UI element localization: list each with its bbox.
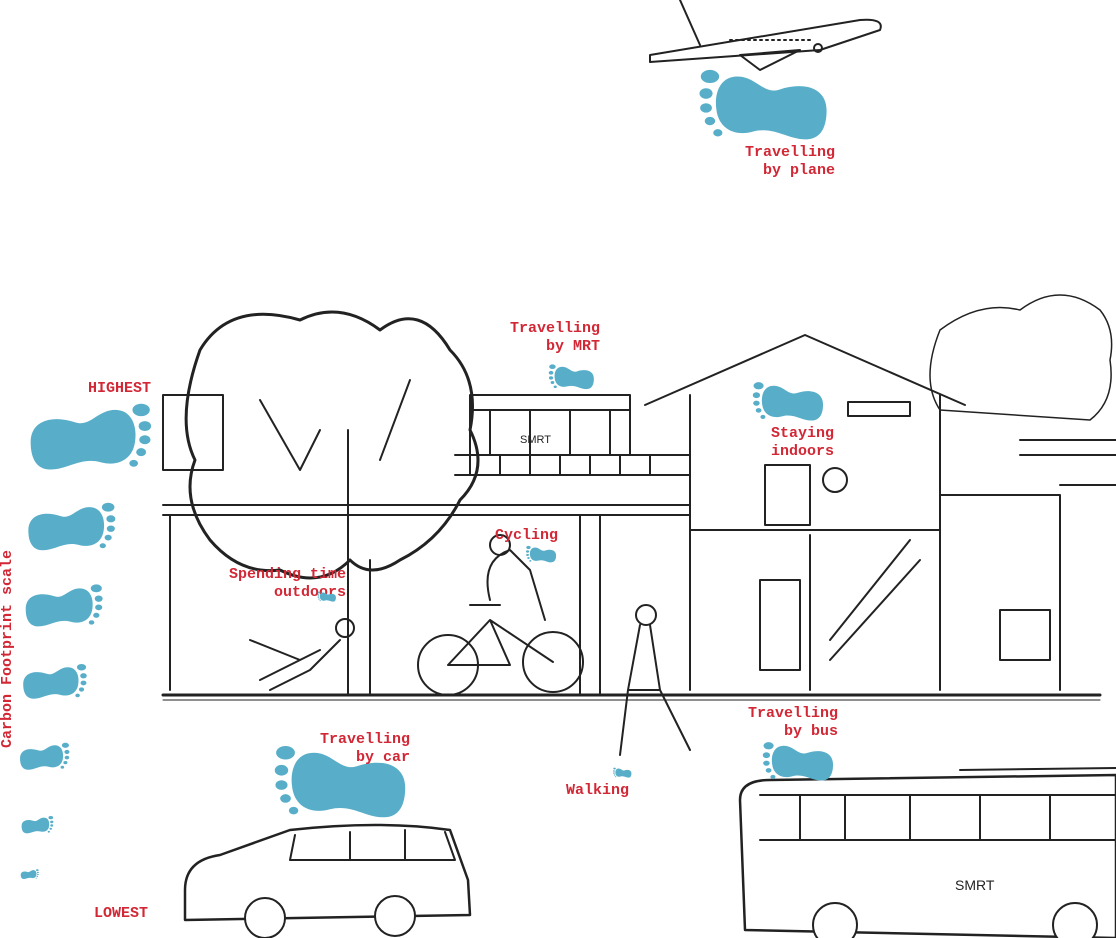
outdoors-label-line1: Spending time	[228, 566, 346, 583]
walking-footprint-icon	[612, 767, 633, 778]
bus-sketch	[738, 767, 1116, 938]
car-sketch	[183, 823, 472, 938]
cycling-label: Cycling	[495, 527, 559, 544]
car-label-line1: Travelling	[319, 731, 410, 748]
ground-line	[161, 693, 1102, 701]
scale-lowest-label: LOWEST	[94, 905, 149, 922]
plane-label-line1: Travelling	[744, 144, 835, 161]
mrt-viaduct-sketch	[162, 394, 691, 696]
indoors-label-line2: indoors	[770, 443, 834, 460]
mrt-label-line2: by MRT	[545, 338, 600, 355]
scale-footprint-level-6-icon	[18, 500, 123, 552]
airplane-sketch	[649, 0, 882, 71]
scale-footprint-level-4-icon	[20, 662, 88, 700]
scale-footprint-level-7-icon	[18, 400, 160, 472]
walking-person-sketch	[619, 604, 691, 756]
plane-label-line2: by plane	[762, 162, 835, 179]
scale-title: Carbon Footprint scale	[0, 549, 16, 749]
bus-footprint-icon	[755, 740, 843, 782]
bus-label-line1: Travelling	[747, 705, 838, 722]
bicycle-sketch	[417, 534, 584, 696]
plane-footprint-icon	[695, 66, 835, 142]
mrt-label-line1: Travelling	[509, 320, 600, 337]
outdoors-footprint-icon	[316, 591, 338, 602]
house-sketch	[644, 334, 1116, 691]
mrt-footprint-icon	[545, 363, 599, 390]
scale-footprint-level-2-icon	[20, 815, 54, 834]
indoors-label-line1: Staying	[770, 425, 834, 442]
scale-footprint-level-5-icon	[20, 582, 106, 628]
bus-label-line2: by bus	[783, 723, 838, 740]
cycling-footprint-icon	[523, 545, 560, 563]
scale-highest-label: HIGHEST	[88, 380, 152, 397]
tree-sketch	[184, 310, 480, 696]
scale-footprint-level-1-icon	[20, 868, 39, 880]
reclining-person-sketch	[249, 618, 355, 691]
scale-footprint-level-3-icon	[18, 741, 70, 771]
bus-sign: SMRT	[955, 877, 995, 893]
right-tree-sketch	[929, 294, 1116, 456]
indoors-footprint-icon	[745, 380, 833, 422]
walking-label: Walking	[566, 782, 630, 799]
mrt-sign: SMRT	[520, 434, 551, 446]
car-label-line2: by car	[355, 749, 410, 766]
